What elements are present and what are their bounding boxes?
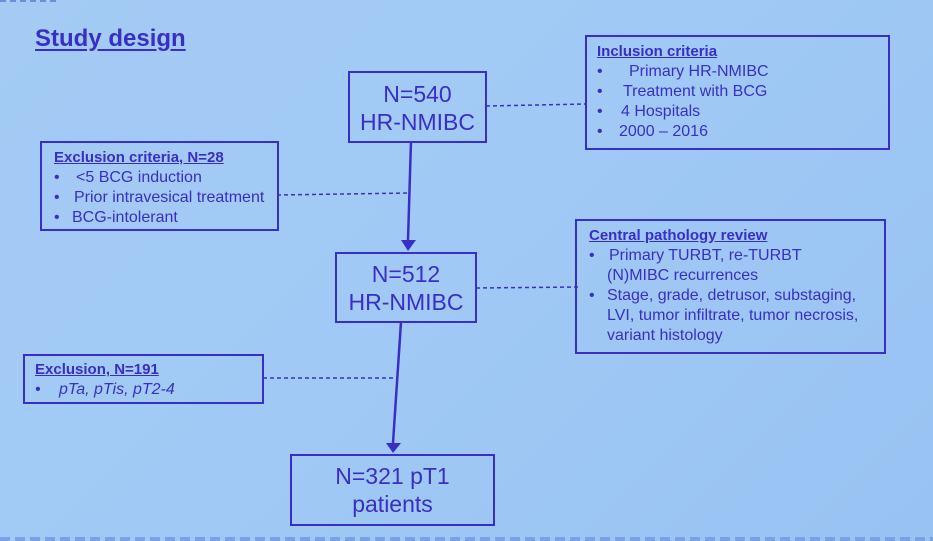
flow-box-label: HR-NMIBC — [348, 289, 464, 315]
arrow-2-shaft — [391, 321, 403, 444]
pathology-item: •Primary TURBT, re-TURBT — [589, 247, 802, 264]
flow-box-label: HR-NMIBC — [360, 109, 475, 135]
inclusion-item: •Primary HR-NMIBC — [597, 63, 769, 80]
inclusion-heading: Inclusion criteria — [597, 43, 718, 60]
pathology-item-continued: (N)MIBC recurrences — [607, 267, 759, 284]
bottom-border-dashes — [0, 537, 933, 541]
pathology-item: •Stage, grade, detrusor, substaging, — [589, 287, 857, 304]
flow-box-n540: N=540 HR-NMIBC — [348, 71, 487, 143]
arrow-1-head — [401, 240, 416, 251]
inclusion-item: •2000 – 2016 — [597, 123, 708, 140]
dash-inclusion — [485, 103, 587, 107]
exclusion-191-box: Exclusion, N=191 •pTa, pTis, pT2-4 — [23, 354, 264, 404]
inclusion-item: •Treatment with BCG — [597, 83, 768, 100]
pathology-review-box: Central pathology review •Primary TURBT,… — [575, 219, 886, 354]
dash-exclusion1 — [276, 192, 411, 196]
inclusion-item: •4 Hospitals — [597, 103, 701, 120]
flow-box-count: N=512 — [371, 261, 441, 287]
exclusion-191-heading: Exclusion, N=191 — [35, 361, 159, 378]
exclusion-item: •Prior intravesical treatment — [54, 189, 265, 206]
exclusion-191-item: •pTa, pTis, pT2-4 — [35, 381, 175, 398]
pathology-item-continued: LVI, tumor infiltrate, tumor necrosis, — [607, 307, 859, 324]
pathology-heading: Central pathology review — [589, 227, 768, 244]
flow-box-n321: N=321 pT1 patients — [290, 454, 495, 526]
top-border-dashes — [0, 0, 60, 2]
exclusion-heading: Exclusion criteria, N=28 — [54, 149, 224, 166]
inclusion-criteria-box: Inclusion criteria •Primary HR-NMIBC •Tr… — [585, 35, 890, 150]
flow-box-label: patients — [352, 491, 433, 517]
flow-box-count: N=540 — [383, 81, 452, 107]
exclusion-item: •<5 BCG induction — [54, 169, 202, 186]
flow-box-n512: N=512 HR-NMIBC — [335, 252, 477, 323]
dash-pathology — [475, 286, 579, 289]
exclusion-criteria-box: Exclusion criteria, N=28 •<5 BCG inducti… — [40, 141, 279, 231]
arrow-1-shaft — [406, 140, 413, 241]
exclusion-item: •BCG-intolerant — [54, 209, 178, 226]
pathology-item-continued: variant histology — [607, 327, 723, 344]
arrow-2-head — [386, 443, 401, 453]
slide-title: Study design — [35, 25, 186, 52]
flow-box-count: N=321 pT1 — [335, 463, 450, 489]
